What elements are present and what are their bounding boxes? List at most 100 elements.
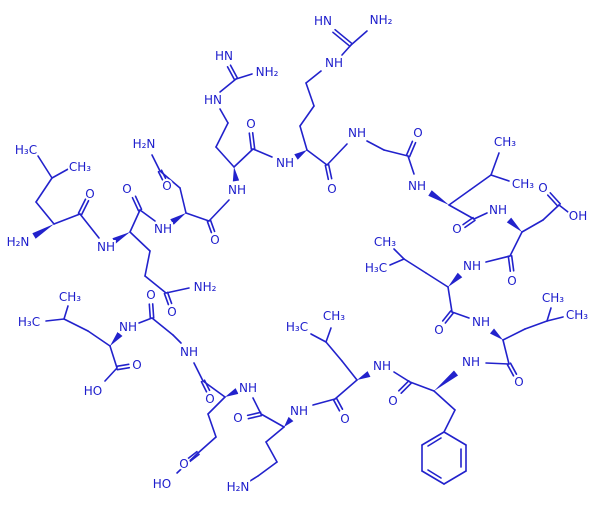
bond-single	[433, 390, 456, 411]
bond-single	[233, 148, 254, 168]
bond-wedge	[357, 371, 371, 380]
atom-label: O	[85, 187, 94, 201]
bond-double	[148, 303, 152, 319]
bond-single	[393, 371, 411, 383]
bond-single	[208, 199, 230, 222]
atom-label: HN	[204, 93, 222, 107]
bond-single	[350, 30, 368, 46]
bond-single	[427, 469, 442, 479]
bond-single	[193, 362, 204, 382]
bond-double	[546, 194, 559, 207]
atom-label: H₃C	[15, 143, 37, 157]
bond-single	[63, 305, 69, 320]
bond-wedge	[294, 150, 307, 160]
atom-label: CH₃	[323, 309, 345, 323]
bond-single	[151, 154, 161, 172]
bond-single	[138, 317, 153, 324]
bond-single	[451, 311, 470, 319]
atom-label: HN	[215, 49, 233, 63]
bond-single	[79, 213, 100, 239]
bond-single	[473, 212, 488, 220]
bond-double	[80, 199, 90, 216]
bond-single	[299, 105, 315, 127]
bond-double	[507, 255, 512, 273]
atom-label: NH	[119, 320, 137, 334]
atom-label: NH	[290, 404, 308, 418]
bond-double	[160, 169, 167, 180]
atom-label: NH	[325, 56, 343, 70]
bond-double	[462, 216, 474, 226]
atom-label: NH	[276, 156, 294, 170]
atom-label: O	[132, 358, 141, 372]
bond-single	[521, 219, 544, 233]
atom-label: H₂N	[7, 235, 30, 249]
bond-single	[546, 316, 564, 322]
bond-double	[327, 163, 333, 180]
bond-single	[109, 345, 118, 369]
atom-label: NH	[97, 240, 115, 254]
atom-label: OH	[569, 209, 587, 223]
atom-label: NH	[348, 126, 366, 140]
atom-label: CH₃	[69, 160, 91, 174]
bond-double	[203, 379, 211, 392]
bond-single	[305, 70, 322, 84]
bond-single	[389, 258, 405, 266]
bond-double	[549, 192, 562, 205]
bond-double	[408, 141, 417, 158]
bond-single	[87, 330, 111, 347]
bond-single	[485, 255, 511, 263]
bond-single	[144, 250, 151, 277]
bond-wedge	[428, 190, 449, 205]
atom-label: H₃C	[286, 320, 308, 334]
bond-double	[206, 220, 213, 234]
atom-label: H₂N	[133, 137, 156, 151]
bond-single	[490, 174, 510, 182]
bond-double	[506, 364, 515, 377]
bond-single	[312, 398, 336, 406]
bond-double	[248, 132, 253, 151]
bond-layer	[32, 28, 569, 485]
bond-double	[400, 382, 413, 395]
bond-wedge	[434, 370, 459, 391]
bond-single	[37, 155, 53, 179]
bond-double	[335, 397, 344, 410]
bond-single	[144, 275, 167, 294]
atom-label: NH	[472, 315, 490, 329]
bond-single	[165, 287, 190, 294]
bond-double	[115, 363, 130, 368]
bond-wedge	[448, 272, 463, 287]
bond-single	[502, 339, 510, 365]
atom-label: O	[452, 222, 461, 236]
atom-label: O	[179, 457, 188, 471]
bond-single	[139, 209, 156, 222]
atom-label: CH₃	[566, 308, 588, 322]
label-layer: H₃CCH₃H₂NONHONH₂ONHH₂NOONHHNHNNH₂ONHNHHN…	[5, 11, 591, 496]
atom-label: NH	[228, 183, 246, 197]
bond-single	[502, 328, 526, 341]
bond-single	[427, 437, 442, 447]
bond-single	[235, 73, 253, 80]
atom-label: NH	[408, 179, 426, 193]
atom-label: CH₃	[494, 135, 516, 149]
atom-label: NH	[180, 345, 198, 359]
bond-double	[464, 219, 476, 229]
bond-double	[332, 31, 351, 48]
atom-label: CH₃	[542, 291, 564, 305]
atom-label: O	[162, 179, 171, 193]
bond-single	[129, 231, 151, 252]
bond-wedge	[232, 167, 240, 182]
bond-single	[403, 258, 427, 274]
bond-single	[409, 381, 435, 392]
atom-label: O	[413, 126, 422, 140]
atom-label: O	[167, 305, 176, 319]
bond-wedge	[284, 416, 294, 427]
bond-single	[185, 212, 210, 222]
bond-single	[265, 426, 285, 443]
atom-label: NH₂	[256, 65, 279, 79]
atom-label: CH₃	[374, 235, 396, 249]
atom-label: H₃C	[365, 261, 387, 275]
atom-label: O	[340, 412, 349, 426]
bond-wedge	[170, 213, 186, 225]
atom-label: CH₃	[512, 177, 534, 191]
